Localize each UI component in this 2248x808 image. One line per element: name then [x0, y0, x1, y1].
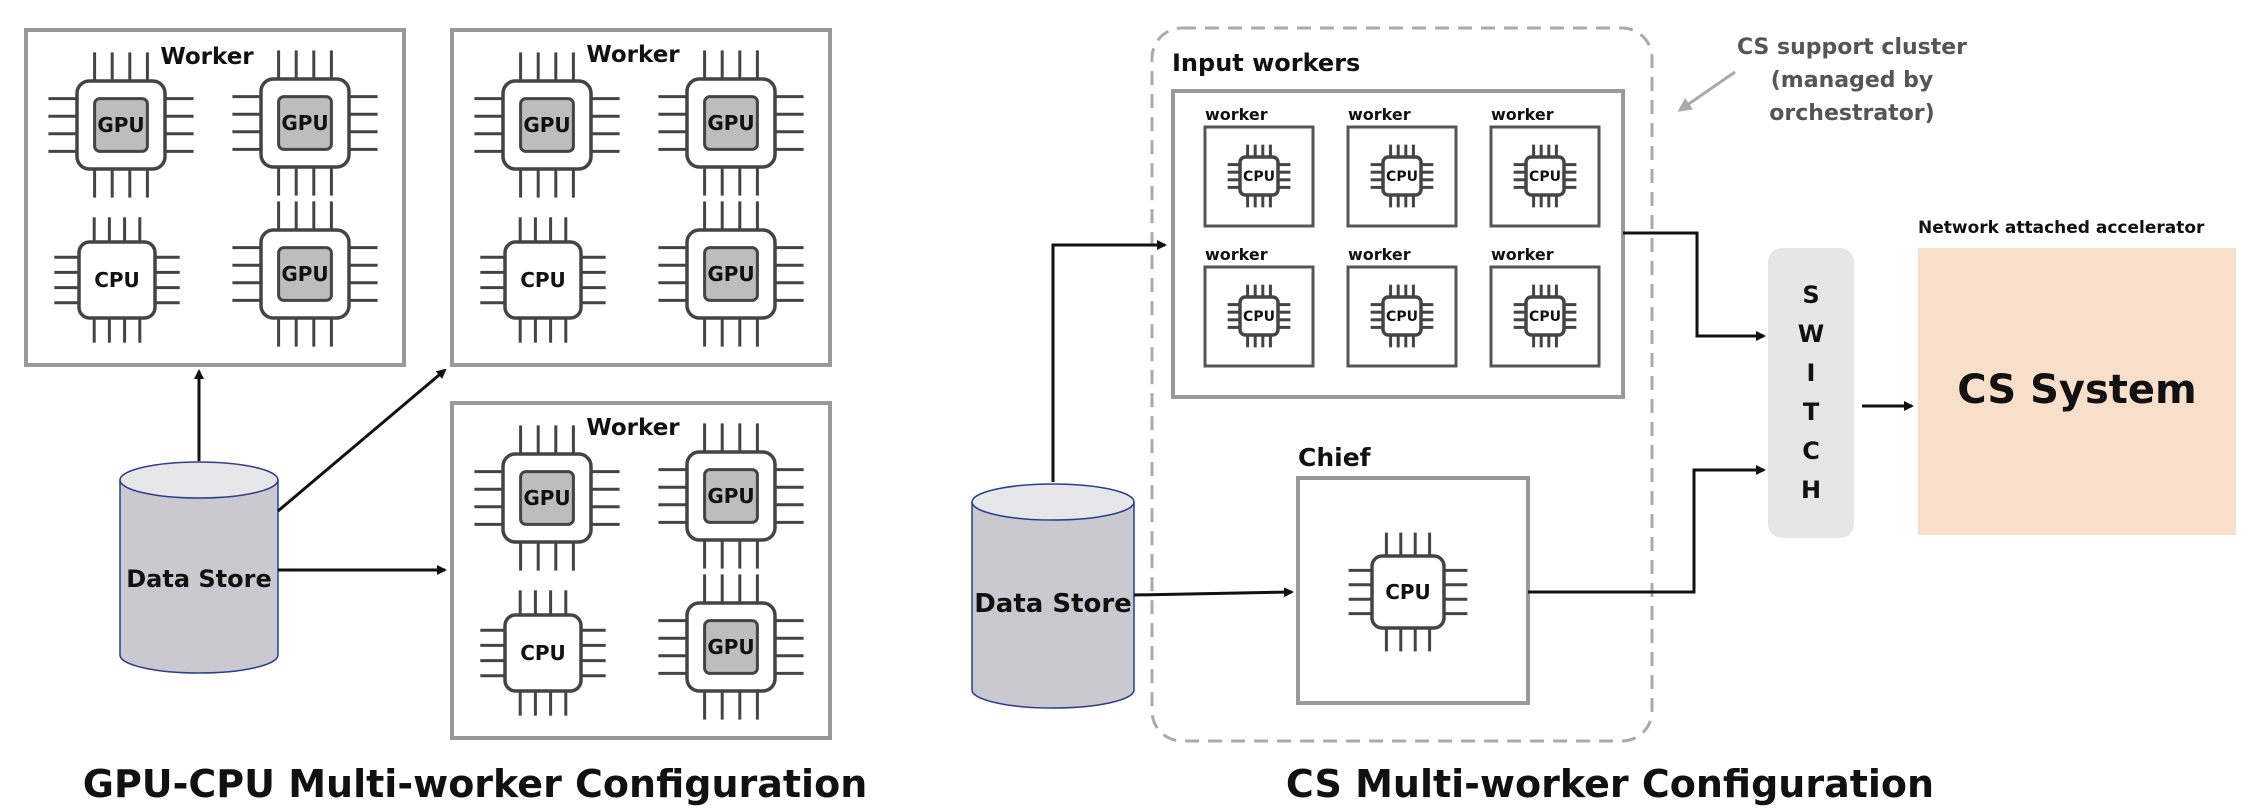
chief-chip: CPU: [1348, 532, 1468, 652]
cpu-chip-icon: CPU: [1513, 284, 1577, 348]
switch-letter: S: [1802, 281, 1819, 309]
worker-box-2: Worker GPU GPU CPU GPU: [450, 28, 832, 367]
chip-label: CPU: [520, 641, 566, 665]
chip-label: CPU: [1385, 580, 1431, 604]
gpu-chip-icon: GPU: [658, 201, 804, 347]
input-workers-label: Input workers: [1172, 49, 1360, 77]
cpu-chip-icon: CPU: [480, 590, 606, 716]
switch-letter: T: [1803, 398, 1820, 426]
right-diagram: CS support cluster (managed by orchestra…: [971, 26, 2236, 806]
worker-box-3: Worker GPU GPU CPU GPU: [450, 401, 832, 740]
support-cluster-label: CS support cluster (managed by orchestra…: [1737, 35, 1967, 126]
chip-label: CPU: [1529, 169, 1561, 185]
arrow-to-worker-2: [277, 368, 447, 513]
datastore-label: Data Store: [974, 589, 1132, 619]
worker-label: Worker: [586, 42, 680, 68]
chip-label: GPU: [707, 262, 754, 286]
cpu-chip-icon: CPU: [1227, 284, 1291, 348]
chip-label: CPU: [1243, 309, 1275, 325]
arrow-datastore-to-input-workers: [1051, 240, 1167, 482]
chip-label: CPU: [1386, 309, 1418, 325]
cpu-chip-icon: CPU: [1348, 532, 1468, 652]
cs-system-label: CS System: [1957, 367, 2196, 413]
chip-group: GPU GPU CPU GPU: [48, 50, 378, 347]
input-worker-label: worker: [1348, 105, 1411, 124]
right-caption: CS Multi-worker Configuration: [1286, 762, 1934, 806]
worker-label: Worker: [586, 415, 680, 441]
switch-letter: I: [1807, 359, 1816, 387]
chip-label: CPU: [94, 268, 140, 292]
left-caption: GPU-CPU Multi-worker Configuration: [83, 762, 868, 806]
cpu-chip-icon: CPU: [480, 217, 606, 343]
gpu-chip-icon: GPU: [232, 201, 378, 347]
chip-group: GPU GPU CPU GPU: [474, 423, 804, 720]
input-worker-label: worker: [1348, 245, 1411, 264]
input-workers-grid: workerCPUworkerCPUworkerCPUworkerCPUwork…: [1203, 105, 1601, 368]
cpu-chip-icon: CPU: [1513, 144, 1577, 208]
chip-label: GPU: [707, 111, 754, 135]
switch-letter: H: [1801, 476, 1821, 504]
chip-label: CPU: [1529, 309, 1561, 325]
chip-label: CPU: [1243, 169, 1275, 185]
switch-letter: C: [1802, 437, 1820, 465]
arrow-chief-to-switch: [1528, 465, 1766, 594]
datastore-label: Data Store: [126, 565, 272, 593]
input-worker-label: worker: [1205, 105, 1268, 124]
chip-label: GPU: [523, 113, 570, 137]
chip-label: GPU: [281, 262, 328, 286]
datastore-cylinder-right: Data Store: [971, 483, 1135, 709]
gpu-chip-icon: GPU: [474, 425, 620, 571]
gpu-chip-icon: GPU: [48, 52, 194, 198]
arrow-datastore-to-chief: [1133, 587, 1294, 598]
switch-letter: W: [1798, 320, 1824, 348]
chip-group: GPU GPU CPU GPU: [474, 50, 804, 347]
gpu-chip-icon: GPU: [658, 50, 804, 196]
support-cluster-line: (managed by: [1771, 68, 1934, 93]
cpu-chip-icon: CPU: [1370, 284, 1434, 348]
chief-label: Chief: [1298, 443, 1372, 472]
gpu-chip-icon: GPU: [658, 574, 804, 720]
cpu-chip-icon: CPU: [1370, 144, 1434, 208]
accelerator-caption: Network attached accelerator: [1918, 218, 2205, 238]
support-cluster-boundary: [1150, 26, 1654, 743]
input-worker-label: worker: [1205, 245, 1268, 264]
cpu-chip-icon: CPU: [1227, 144, 1291, 208]
worker-box-1: Worker GPU GPU CPU GPU: [24, 28, 406, 367]
arrow-input-workers-to-switch: [1623, 231, 1766, 341]
gpu-chip-icon: GPU: [658, 423, 804, 569]
chip-label: GPU: [707, 484, 754, 508]
gpu-chip-icon: GPU: [474, 52, 620, 198]
input-worker-label: worker: [1491, 105, 1554, 124]
support-cluster-pointer: [1677, 70, 1736, 112]
chip-label: GPU: [707, 635, 754, 659]
cs-system-box: [1918, 248, 2236, 535]
worker-label: Worker: [160, 44, 254, 70]
switch-box: [1768, 248, 1854, 538]
chip-label: GPU: [281, 111, 328, 135]
chip-label: GPU: [523, 486, 570, 510]
chip-label: CPU: [1386, 169, 1418, 185]
chip-label: CPU: [520, 268, 566, 292]
input-worker-label: worker: [1491, 245, 1554, 264]
cpu-chip-icon: CPU: [54, 217, 180, 343]
support-cluster-line: orchestrator): [1769, 101, 1934, 126]
support-cluster-line: CS support cluster: [1737, 35, 1967, 60]
gpu-chip-icon: GPU: [232, 50, 378, 196]
chip-label: GPU: [97, 113, 144, 137]
datastore-cylinder-left: Data Store: [119, 461, 279, 674]
